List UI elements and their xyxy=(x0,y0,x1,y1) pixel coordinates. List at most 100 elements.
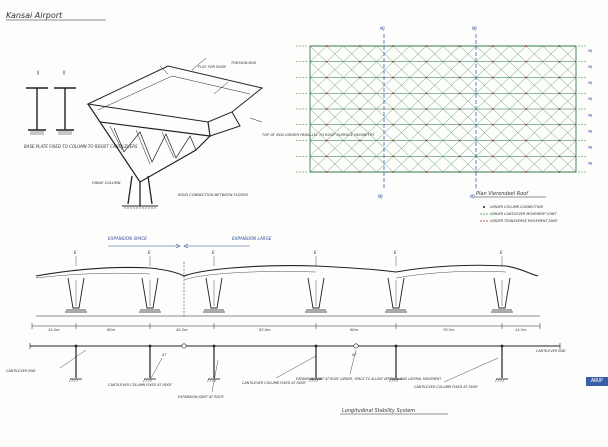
plan-diagonal xyxy=(376,124,394,141)
plan-node xyxy=(425,123,428,126)
plan-node xyxy=(458,60,461,63)
sheet-title: Kansai Airport xyxy=(6,11,63,20)
plan-diagonal xyxy=(476,156,493,173)
support-hatch xyxy=(145,378,148,383)
expansion-label: EXPANSION SPACE xyxy=(108,236,147,241)
plan-diagonal xyxy=(542,124,560,141)
plan-diagonal xyxy=(476,93,493,110)
support-hatch xyxy=(499,378,503,383)
support-hatch xyxy=(502,378,505,383)
plan-node xyxy=(358,76,361,79)
beam-joint xyxy=(394,344,398,348)
column-mark: E xyxy=(314,250,317,255)
plan-node xyxy=(325,92,328,95)
note-4: EXPANSION JOINT AT ROOF GIRDER, SPACE TO… xyxy=(296,377,442,381)
plan-node xyxy=(525,123,528,126)
plan-node xyxy=(458,171,461,173)
column-mark: E xyxy=(500,250,503,255)
svg-text:TORSION BOX: TORSION BOX xyxy=(231,61,257,65)
plan-node xyxy=(458,76,461,79)
plan-node xyxy=(458,45,461,47)
plan-diagonal xyxy=(559,140,577,157)
svg-text:MJ: MJ xyxy=(380,26,385,31)
plan-diagonal xyxy=(393,45,410,62)
plan-node xyxy=(325,155,328,158)
plan-diagonal xyxy=(409,93,427,110)
svg-text:GIRDER CANTILEVER MOVEMENT JOI: GIRDER CANTILEVER MOVEMENT JOINT xyxy=(490,212,557,216)
plan-node xyxy=(558,76,561,79)
typical-section-note: TOP OF BOX GIRDER PARALLEL TO ROOF SURFA… xyxy=(262,133,375,137)
plan-diagonal xyxy=(409,108,427,125)
plan-diagonal xyxy=(459,124,477,141)
plan-diagonal xyxy=(526,124,543,141)
plan-node xyxy=(425,171,428,173)
note-5: CANTILEVER COLUMN FIXED AT ROOF xyxy=(414,385,478,389)
plan-diagonal xyxy=(309,156,327,173)
elevation-column xyxy=(67,277,85,309)
span-label: 14.5m xyxy=(48,328,60,332)
support-hatch xyxy=(313,378,317,383)
plan-node xyxy=(491,155,494,158)
plan-node xyxy=(491,60,494,63)
plan-legend-title: Plan Vierendeel Roof xyxy=(476,191,529,197)
plan-node xyxy=(558,60,561,63)
column-base xyxy=(385,309,407,313)
plan-diagonal xyxy=(542,77,560,94)
plan-diagonal xyxy=(509,156,527,173)
plan-node xyxy=(325,60,328,63)
column-base xyxy=(203,309,225,313)
plan-node xyxy=(325,45,328,47)
plan-diagonal xyxy=(409,140,427,157)
plan-diagonal xyxy=(359,61,377,78)
bottom-note: RIGID CONNECTION BETWEEN FLOORS xyxy=(178,193,249,197)
support-hatch xyxy=(396,378,399,383)
note-2: EXPANSION JOINT AT ROOF xyxy=(178,395,224,399)
plan-diagonal xyxy=(343,61,360,78)
plan-diagonal xyxy=(376,140,394,157)
plan-diagonal xyxy=(542,61,560,78)
svg-text:IJ: IJ xyxy=(63,70,66,75)
plan-node xyxy=(425,108,428,110)
plan-diagonal xyxy=(376,61,394,78)
plan-diagonal xyxy=(459,61,477,78)
plan-node xyxy=(491,45,494,47)
svg-text:FLAT FOR ROOF: FLAT FOR ROOF xyxy=(198,65,227,69)
support-hatch xyxy=(76,378,79,383)
plan-diagonal xyxy=(426,77,444,94)
plan-node xyxy=(358,60,361,63)
span-label: 14.5m xyxy=(515,328,527,332)
plan-diagonal xyxy=(326,61,344,78)
plan-diagonal xyxy=(393,108,410,125)
plan-node xyxy=(558,123,561,126)
plan-diagonal xyxy=(492,124,510,141)
support-hatch xyxy=(494,378,498,383)
plan-diagonal xyxy=(459,108,477,125)
plan-diagonal xyxy=(476,45,493,62)
plan-diagonal xyxy=(526,140,543,157)
plan-node xyxy=(525,171,528,173)
plan-node xyxy=(558,139,561,142)
column-base xyxy=(65,309,87,313)
plan-diagonal xyxy=(343,156,360,173)
roof-plan-grid xyxy=(296,34,586,190)
svg-text:MJ: MJ xyxy=(470,194,475,199)
plan-diagonal xyxy=(442,108,460,125)
elevation-column xyxy=(205,277,223,309)
plan-right-label: MJ xyxy=(588,144,593,149)
plan-node xyxy=(525,155,528,158)
plan-diagonal xyxy=(509,108,527,125)
plan-diagonal xyxy=(509,140,527,157)
support-hatch xyxy=(73,378,77,383)
plan-diagonal xyxy=(376,156,394,173)
plan-diagonal xyxy=(426,93,444,110)
plan-diagonal xyxy=(459,77,477,94)
plan-diagonal xyxy=(542,140,560,157)
plan-diagonal xyxy=(442,77,460,94)
note-cantilever-left: CANTILEVER END xyxy=(6,369,36,373)
plan-diagonal xyxy=(326,124,344,141)
svg-text:GIRDER COLUMN CONNECTION: GIRDER COLUMN CONNECTION xyxy=(490,205,543,209)
plan-diagonal xyxy=(426,108,444,125)
plan-node xyxy=(525,60,528,63)
